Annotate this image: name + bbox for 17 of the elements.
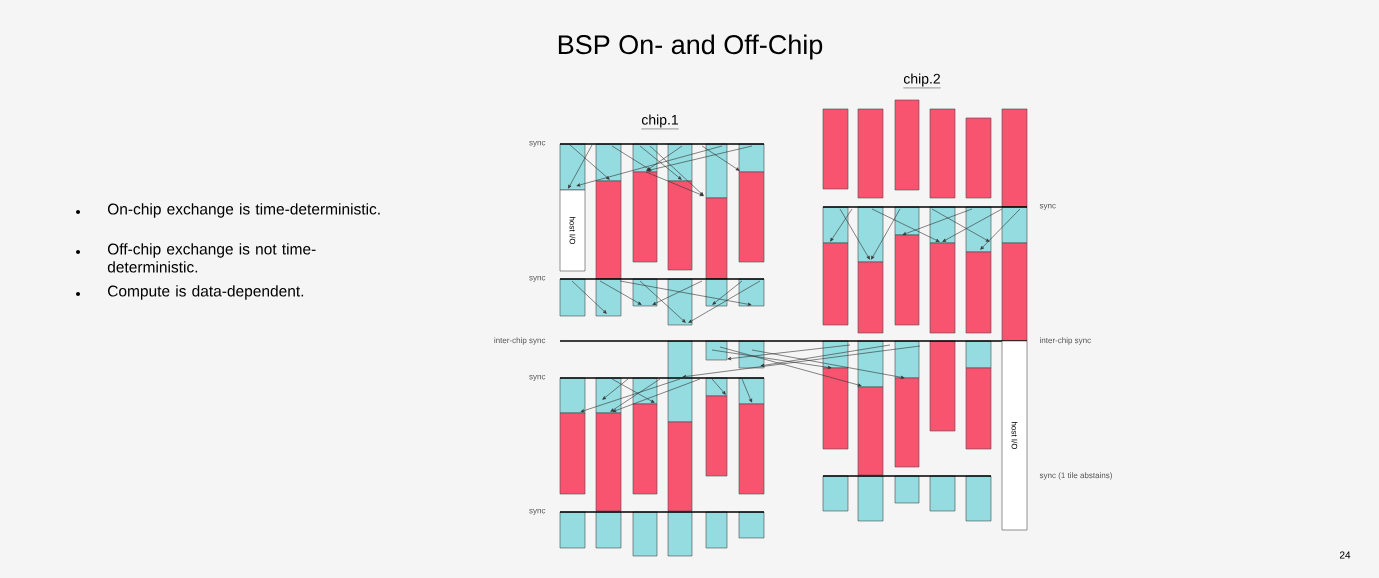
sync-label: inter-chip sync xyxy=(1040,337,1091,345)
slide-title: BSP On- and Off-Chip xyxy=(558,34,823,60)
chip-heading: chip.1 xyxy=(641,114,679,130)
sync-label: inter-chip sync xyxy=(494,337,546,345)
sync-label: sync (1 tile abstains) xyxy=(1039,472,1112,480)
sync-label: sync xyxy=(529,375,546,381)
host-io-box: host I/O xyxy=(559,189,586,272)
chip-heading: chip.2 xyxy=(903,73,941,89)
sync-label: sync xyxy=(529,141,546,147)
sync-label: sync xyxy=(529,509,546,515)
host-io-box: host I/O xyxy=(1001,340,1028,531)
bullet-text: Compute is data-dependent. xyxy=(108,285,304,300)
page-number: 24 xyxy=(1339,551,1351,559)
bullet-text: Off-chip exchange is not time-deterministic. xyxy=(107,243,316,273)
sync-label: sync xyxy=(529,276,546,282)
bullet-text: On-chip exchange is time-deterministic. xyxy=(107,203,380,218)
sync-label: sync xyxy=(1039,204,1056,210)
